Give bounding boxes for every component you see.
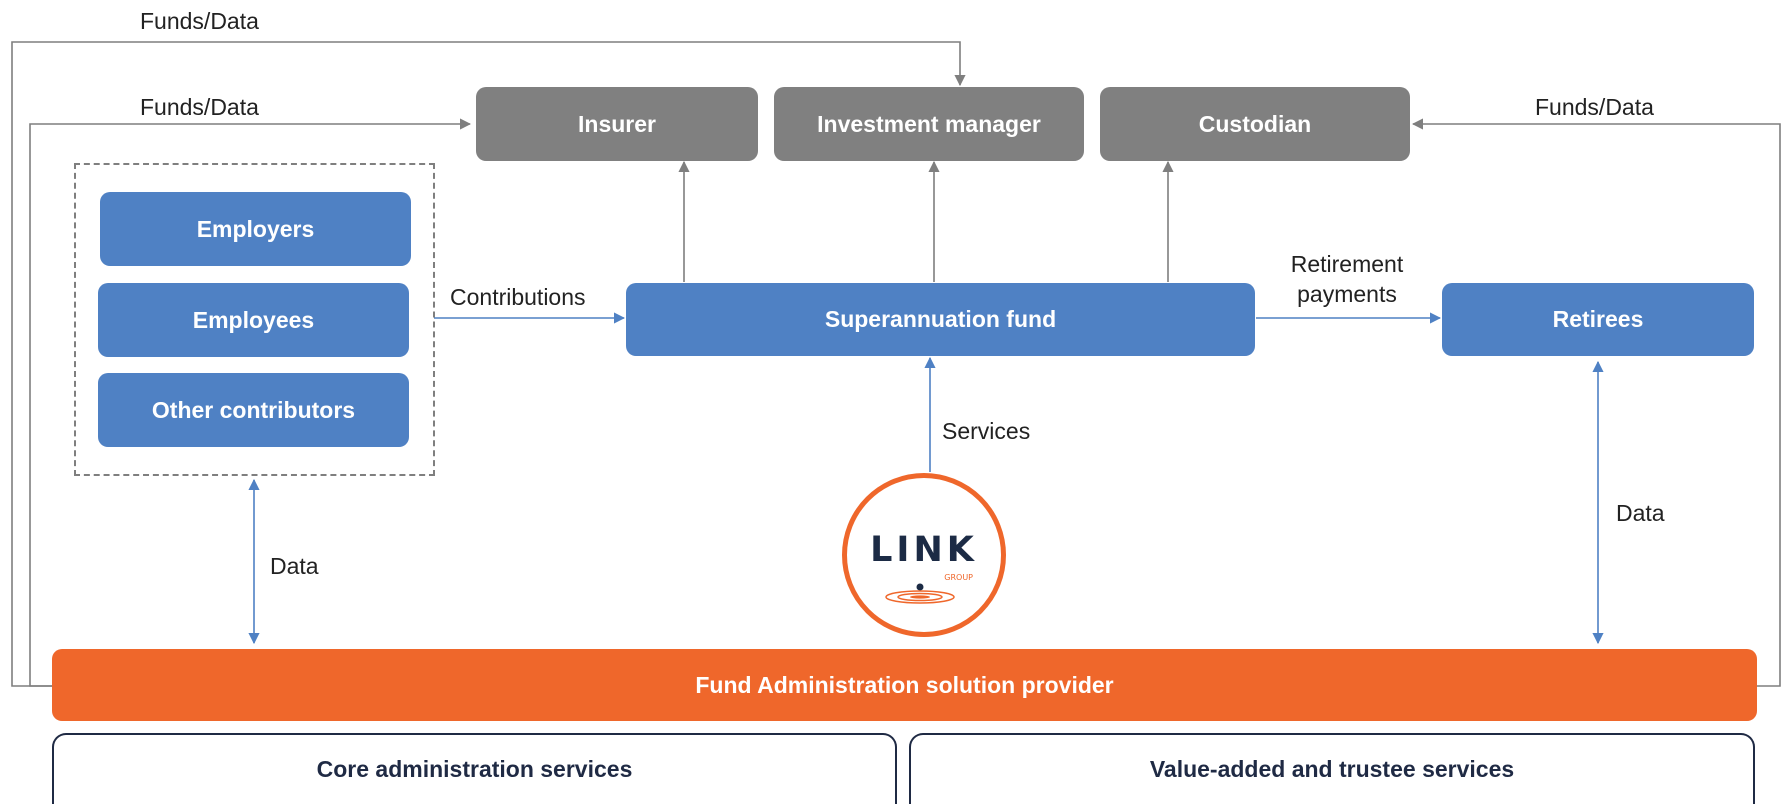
funds-data-right-label: Funds/Data: [1535, 94, 1654, 120]
retirement-label-line1: Retirement: [1290, 251, 1404, 277]
investment-manager-label: Investment manager: [817, 110, 1041, 137]
contributors-group: [74, 163, 435, 476]
logo-wordmark: LINK: [870, 530, 978, 570]
funds-data-right-loop: [1411, 118, 1781, 687]
logo-ripple-icon: [885, 583, 955, 604]
provider-label: Fund Administration solution provider: [695, 671, 1114, 698]
retirees-label: Retirees: [1552, 306, 1644, 332]
retirement-label-line2: payments: [1297, 280, 1397, 307]
insurer-label: Insurer: [578, 110, 656, 137]
value-added-services-label: Value-added and trustee services: [1149, 756, 1515, 782]
employees-label: Employees: [192, 306, 315, 333]
services-label: Services: [942, 418, 1031, 444]
employers-node: Employers: [100, 192, 411, 266]
core-administration-services-tab: Core administration services: [52, 733, 897, 804]
funds-data-top-label: Funds/Data: [140, 8, 259, 34]
logo-subtext: GROUP: [944, 573, 973, 582]
value-added-trustee-services-tab: Value-added and trustee services: [909, 733, 1755, 804]
retirement-payments-label: Retirement payments: [1272, 250, 1422, 310]
employees-node: Employees: [98, 283, 409, 357]
insurer-node: Insurer: [476, 87, 758, 161]
investment-manager-node: Investment manager: [774, 87, 1084, 161]
core-services-label: Core administration services: [316, 756, 633, 782]
fund-administration-provider-bar: Fund Administration solution provider: [52, 649, 1757, 721]
funds-data-left-loop: [29, 118, 472, 687]
custodian-label: Custodian: [1198, 110, 1312, 137]
data-right-label: Data: [1616, 500, 1665, 526]
contributions-label: Contributions: [450, 284, 586, 310]
data-left-label: Data: [270, 553, 319, 579]
funds-data-left-label: Funds/Data: [140, 94, 259, 120]
other-contributors-label: Other contributors: [151, 396, 356, 423]
other-contributors-node: Other contributors: [98, 373, 409, 447]
employers-label: Employers: [196, 215, 315, 242]
custodian-node: Custodian: [1100, 87, 1410, 161]
retirees-node: Retirees: [1442, 283, 1754, 356]
superannuation-fund-node: Superannuation fund: [626, 283, 1255, 356]
link-group-logo: LINK GROUP: [842, 473, 1006, 637]
funds-data-top-loop: [11, 41, 966, 687]
superannuation-fund-label: Superannuation fund: [824, 306, 1057, 332]
